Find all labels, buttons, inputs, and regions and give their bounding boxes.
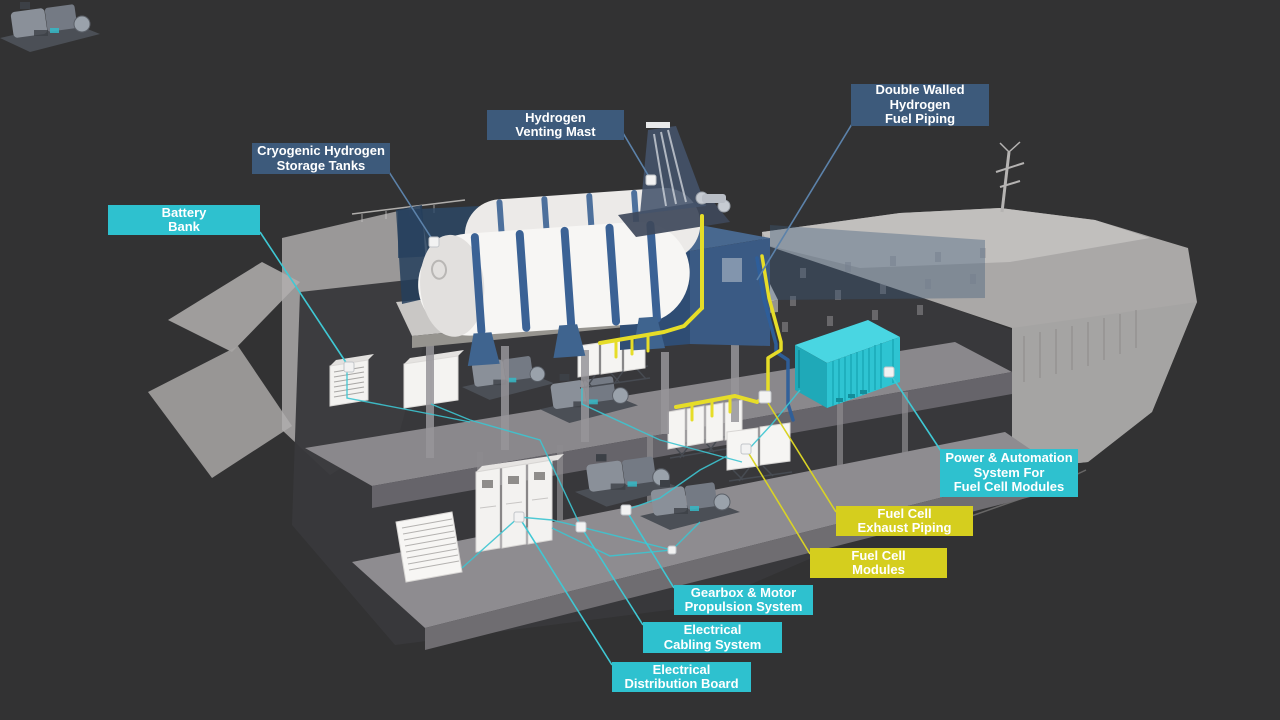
battery-bank-illustration <box>329 354 374 407</box>
cable-nodes <box>667 545 677 555</box>
switchboard-panel-illustration <box>395 511 463 583</box>
label-cryogenic-hydrogen-storage-tanks: Cryogenic Hydrogen Storage Tanks <box>252 143 390 174</box>
cabling-illustration <box>346 372 801 569</box>
label-gearbox-motor-propulsion-system: Gearbox & Motor Propulsion System <box>674 585 813 615</box>
hydrogen-venting-mast-illustration <box>618 122 731 237</box>
electrical-distribution-board-illustration <box>475 454 564 553</box>
label-battery-bank: Battery Bank <box>108 205 260 235</box>
fuel-cell-modules-illustration-2 <box>667 399 745 459</box>
label-fuel-cell-exhaust-piping: Fuel Cell Exhaust Piping <box>836 506 973 536</box>
label-electrical-cabling-system: Electrical Cabling System <box>643 622 782 653</box>
stern-section-illustration <box>762 141 1197 521</box>
label-fuel-cell-modules: Fuel Cell Modules <box>810 548 947 578</box>
label-double-walled-hydrogen-fuel-piping: Double Walled Hydrogen Fuel Piping <box>851 83 989 126</box>
deck-studs <box>782 248 986 332</box>
leader-lines <box>259 123 942 666</box>
platform-legs <box>426 332 739 458</box>
gearbox-motor-illustration <box>0 2 100 52</box>
label-hydrogen-venting-mast: Hydrogen Venting Mast <box>487 110 624 140</box>
power-automation-container-illustration <box>795 320 900 408</box>
stern-mast-illustration <box>995 141 1025 213</box>
label-electrical-distribution-board: Electrical Distribution Board <box>612 662 751 692</box>
label-power-automation-system: Power & Automation System For Fuel Cell … <box>940 449 1078 497</box>
